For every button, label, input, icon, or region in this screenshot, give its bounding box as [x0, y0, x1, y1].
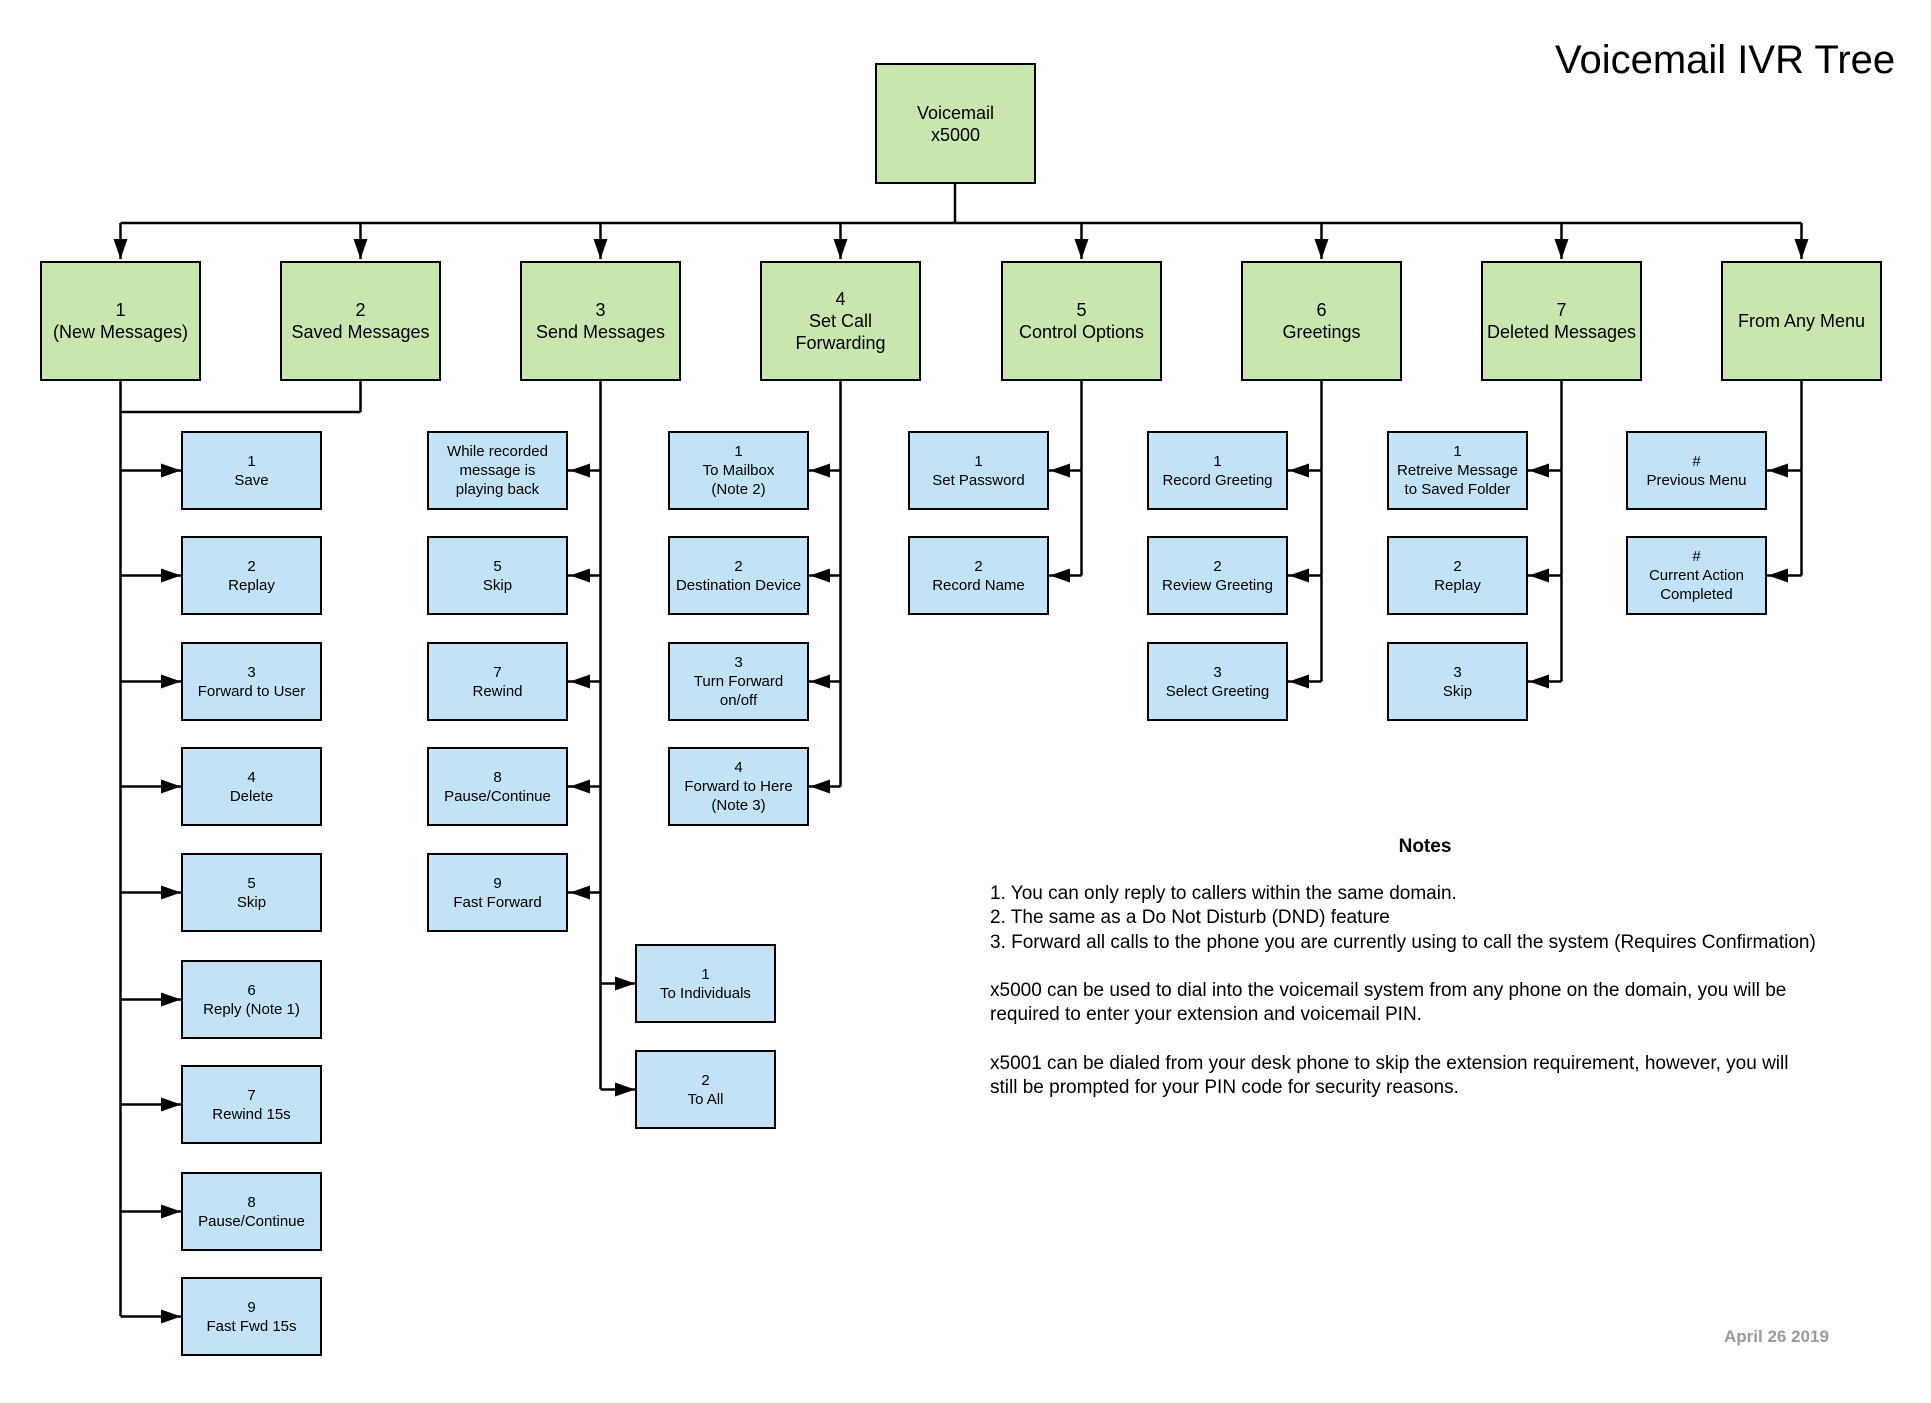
- arrowhead-icon: [1074, 239, 1089, 259]
- menu-node-deleted-messages: 7 Deleted Messages: [1481, 261, 1642, 381]
- date-stamp: April 26 2019: [1724, 1327, 1829, 1346]
- arrowhead-icon: [113, 239, 128, 259]
- arrowhead-icon: [161, 463, 181, 478]
- message-option: 3 Forward to User: [181, 642, 322, 721]
- arrowhead-icon: [1554, 239, 1569, 259]
- arrowhead-icon: [161, 1204, 181, 1219]
- message-option: 6 Reply (Note 1): [181, 960, 322, 1039]
- send-playback-option: 8 Pause/Continue: [427, 747, 568, 826]
- deleted-option: 1 Retreive Message to Saved Folder: [1387, 431, 1528, 510]
- arrowhead-icon: [810, 568, 830, 583]
- arrowhead-icon: [353, 239, 368, 259]
- notes-heading: Notes: [1398, 836, 1452, 857]
- message-option: 7 Rewind 15s: [181, 1065, 322, 1144]
- send-target-option: 2 To All: [635, 1050, 776, 1129]
- greeting-option: 1 Record Greeting: [1147, 431, 1288, 510]
- arrowhead-icon: [615, 976, 635, 991]
- arrowhead-icon: [615, 1082, 635, 1097]
- forwarding-option: 3 Turn Forward on/off: [668, 642, 809, 721]
- diagram-title: Voicemail IVR Tree: [1555, 38, 1896, 82]
- arrowhead-icon: [161, 674, 181, 689]
- arrowhead-icon: [161, 992, 181, 1007]
- arrowhead-icon: [1529, 568, 1549, 583]
- root-node-voicemail: Voicemail x5000: [875, 63, 1036, 184]
- arrowhead-icon: [161, 568, 181, 583]
- message-option: 5 Skip: [181, 853, 322, 932]
- forwarding-option: 2 Destination Device: [668, 536, 809, 615]
- menu-node-send-messages: 3 Send Messages: [520, 261, 681, 381]
- arrowhead-icon: [161, 885, 181, 900]
- control-option: 1 Set Password: [908, 431, 1049, 510]
- send-playback-option: 7 Rewind: [427, 642, 568, 721]
- menu-node-greetings: 6 Greetings: [1241, 261, 1402, 381]
- arrowhead-icon: [810, 674, 830, 689]
- message-option: 2 Replay: [181, 536, 322, 615]
- message-option: 9 Fast Fwd 15s: [181, 1277, 322, 1356]
- deleted-option: 3 Skip: [1387, 642, 1528, 721]
- arrowhead-icon: [810, 463, 830, 478]
- arrowhead-icon: [1050, 568, 1070, 583]
- arrowhead-icon: [1050, 463, 1070, 478]
- menu-node-set-call-forwarding: 4 Set Call Forwarding: [760, 261, 921, 381]
- arrowhead-icon: [593, 239, 608, 259]
- forwarding-option: 4 Forward to Here (Note 3): [668, 747, 809, 826]
- arrowhead-icon: [1314, 239, 1329, 259]
- menu-node-new-messages: 1 (New Messages): [40, 261, 201, 381]
- message-option: 4 Delete: [181, 747, 322, 826]
- arrowhead-icon: [161, 1309, 181, 1324]
- any-menu-option: # Current Action Completed: [1626, 536, 1767, 615]
- arrowhead-icon: [1768, 568, 1788, 583]
- deleted-option: 2 Replay: [1387, 536, 1528, 615]
- arrowhead-icon: [810, 779, 830, 794]
- menu-node-from-any-menu: From Any Menu: [1721, 261, 1882, 381]
- arrowhead-icon: [1794, 239, 1809, 259]
- greeting-option: 2 Review Greeting: [1147, 536, 1288, 615]
- send-playback-option: While recorded message is playing back: [427, 431, 568, 510]
- arrowhead-icon: [161, 1097, 181, 1112]
- arrowhead-icon: [1768, 463, 1788, 478]
- arrowhead-icon: [1289, 674, 1309, 689]
- any-menu-option: # Previous Menu: [1626, 431, 1767, 510]
- control-option: 2 Record Name: [908, 536, 1049, 615]
- arrowhead-icon: [570, 674, 590, 689]
- arrowhead-icon: [570, 885, 590, 900]
- arrowhead-icon: [1289, 568, 1309, 583]
- send-playback-option: 5 Skip: [427, 536, 568, 615]
- arrowhead-icon: [833, 239, 848, 259]
- menu-node-saved-messages: 2 Saved Messages: [280, 261, 441, 381]
- arrowhead-icon: [570, 568, 590, 583]
- arrowhead-icon: [1289, 463, 1309, 478]
- send-playback-option: 9 Fast Forward: [427, 853, 568, 932]
- greeting-option: 3 Select Greeting: [1147, 642, 1288, 721]
- arrowhead-icon: [161, 779, 181, 794]
- message-option: 1 Save: [181, 431, 322, 510]
- arrowhead-icon: [570, 463, 590, 478]
- menu-node-control-options: 5 Control Options: [1001, 261, 1162, 381]
- send-target-option: 1 To Individuals: [635, 944, 776, 1023]
- message-option: 8 Pause/Continue: [181, 1172, 322, 1251]
- arrowhead-icon: [570, 779, 590, 794]
- arrowhead-icon: [1529, 463, 1549, 478]
- arrowhead-icon: [1529, 674, 1549, 689]
- notes-body: 1. You can only reply to callers within …: [990, 883, 1816, 1099]
- forwarding-option: 1 To Mailbox (Note 2): [668, 431, 809, 510]
